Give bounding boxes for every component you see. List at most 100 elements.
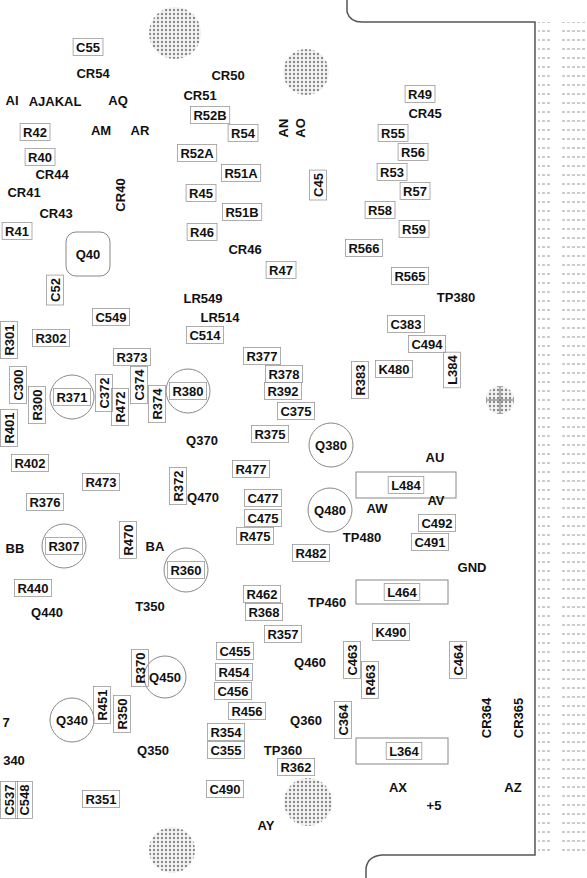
part-label: AZ: [503, 781, 522, 794]
part-label: R477: [234, 463, 267, 476]
part-label: CR44: [34, 168, 69, 181]
component-frame: [377, 164, 407, 181]
part-label: C300: [12, 368, 25, 401]
component-frame: [33, 330, 70, 347]
board-outline: [347, 0, 535, 878]
component-frame: [114, 349, 151, 366]
component-frame: [47, 275, 64, 305]
component-outline: [50, 375, 94, 419]
part-label: R566: [347, 242, 380, 255]
part-label: BB: [5, 542, 26, 555]
part-label: C52: [49, 277, 62, 303]
part-label: R456: [230, 705, 263, 718]
part-label: AQ: [107, 94, 129, 107]
part-label: R440: [16, 582, 49, 595]
part-label: Q440: [30, 606, 64, 619]
part-label: CR41: [6, 186, 41, 199]
part-label: R51B: [224, 206, 259, 219]
part-label: AJAKAL: [28, 95, 83, 108]
part-label: R300: [31, 388, 44, 421]
component-frame: [265, 383, 302, 400]
part-label: R57: [402, 185, 428, 198]
part-label: C514: [188, 329, 221, 342]
component-frame: [132, 650, 149, 687]
part-label: R302: [34, 332, 67, 345]
part-label: C475: [246, 512, 279, 525]
mounting-hole: [149, 827, 195, 873]
component-frame: [265, 626, 302, 643]
part-label: R362: [279, 761, 312, 774]
part-label: R402: [13, 457, 46, 470]
part-label: CR365: [512, 697, 525, 739]
component-frame: [215, 683, 252, 700]
part-label: Q460: [293, 656, 327, 669]
component-frame: [2, 223, 32, 240]
component-frame: [392, 268, 429, 285]
component-frame: [190, 107, 229, 124]
part-label: L384: [446, 354, 459, 386]
component-frame: [131, 367, 148, 404]
component-frame: [12, 455, 49, 472]
part-label: AM: [90, 124, 112, 137]
component-frame: [344, 642, 361, 679]
part-label: R401: [3, 411, 16, 444]
part-label: R472: [114, 390, 127, 423]
part-label: R368: [247, 606, 280, 619]
part-label: R380: [171, 385, 204, 398]
part-label: R360: [169, 564, 202, 577]
part-label: CR46: [227, 243, 262, 256]
component-frame: [444, 352, 461, 388]
part-label: C372: [98, 376, 111, 409]
component-frame: [388, 477, 424, 494]
part-label: K490: [374, 626, 407, 639]
part-label: C477: [246, 492, 279, 505]
part-label: R475: [238, 530, 271, 543]
component-frame: [1, 782, 18, 819]
part-label: R463: [364, 663, 377, 696]
part-label: L484: [390, 479, 422, 492]
part-label: AO: [294, 117, 307, 139]
component-frame: [245, 510, 282, 527]
part-label: AI: [5, 94, 20, 107]
part-label: R374: [151, 387, 164, 420]
component-outline: [144, 656, 186, 698]
part-label: R376: [28, 496, 61, 509]
part-label: C491: [413, 536, 446, 549]
part-label: T350: [134, 600, 166, 613]
component-outline: [66, 232, 110, 276]
part-label: TP460: [307, 596, 347, 609]
component-outline: [308, 488, 352, 532]
component-frame: [93, 309, 130, 326]
part-label: R482: [294, 547, 327, 560]
part-label: R40: [27, 151, 53, 164]
part-label: R470: [122, 523, 135, 556]
component-outline: [356, 580, 448, 604]
component-outline: [164, 548, 208, 592]
component-frame: [246, 604, 283, 621]
component-frame: [94, 687, 111, 724]
component-frame: [1, 410, 18, 447]
part-label: C383: [389, 318, 422, 331]
crosshair: [500, 386, 501, 414]
part-label: C455: [218, 645, 251, 658]
component-frame: [266, 366, 303, 383]
component-frame: [83, 474, 120, 491]
part-label: Q40: [75, 248, 102, 261]
component-frame: [278, 759, 315, 776]
part-label: C355: [209, 744, 242, 757]
part-label: CR51: [182, 89, 217, 102]
component-frame: [293, 545, 330, 562]
component-outline: [166, 369, 210, 413]
part-label: Q370: [185, 434, 219, 447]
component-frame: [16, 782, 33, 819]
part-label: C464: [452, 643, 465, 676]
part-label: R56: [400, 146, 426, 159]
component-frame: [217, 643, 254, 660]
part-label: R46: [189, 226, 215, 239]
component-frame: [346, 240, 383, 257]
part-label: R45: [188, 187, 214, 200]
part-label: CR45: [407, 107, 442, 120]
component-frame: [221, 165, 260, 182]
component-frame: [168, 562, 205, 579]
